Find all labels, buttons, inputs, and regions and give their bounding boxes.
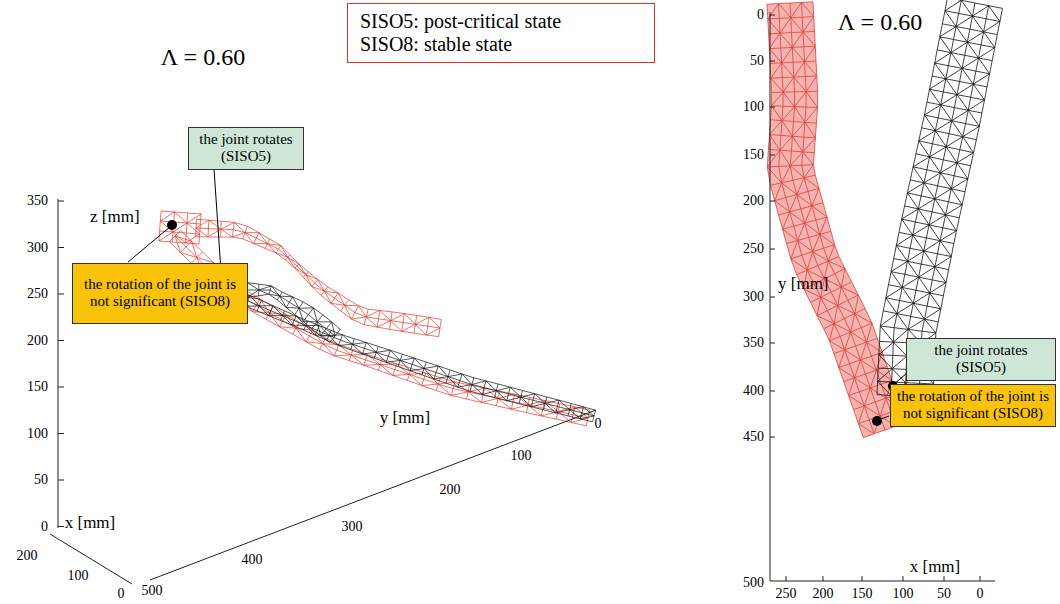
- axis-tick: 300: [743, 290, 764, 304]
- box-text: the joint rotates (SISO5): [193, 131, 299, 166]
- marker-dot: [167, 220, 177, 230]
- axis-tick: 300: [342, 520, 363, 534]
- axis-tick: 100: [893, 587, 914, 601]
- legend-box: SISO5: post-critical stateSISO8: stable …: [347, 3, 655, 63]
- axes: [50, 12, 995, 584]
- mesh-fill: [767, 2, 907, 438]
- axis-tick: 200: [27, 334, 48, 348]
- axis-tick: 100: [68, 569, 89, 583]
- axis-tick: 100: [511, 449, 532, 463]
- mesh-lines: [234, 290, 596, 421]
- callout-box: the joint rotates (SISO5): [188, 127, 304, 170]
- axis-tick: 50: [34, 473, 48, 487]
- axis-tick: 200: [17, 549, 38, 563]
- axis-title: y [mm]: [778, 275, 829, 292]
- axis-tick: 450: [743, 430, 764, 444]
- mesh-lines: [767, 2, 907, 438]
- axis-title: y [mm]: [380, 409, 431, 426]
- box-text: the rotation of the joint is not signifi…: [895, 388, 1051, 423]
- axis-tick: 0: [41, 520, 48, 534]
- axis-tick: 50: [937, 587, 951, 601]
- axis-tick: 0: [757, 8, 764, 22]
- callout-box: the rotation of the joint is not signifi…: [890, 384, 1056, 427]
- axis-tick: 150: [743, 148, 764, 162]
- axis-tick: 200: [743, 194, 764, 208]
- axis-title: z [mm]: [90, 208, 140, 225]
- axis-tick: 500: [743, 576, 764, 590]
- axis-tick: 250: [776, 587, 797, 601]
- axis-tick: 300: [27, 241, 48, 255]
- axis-tick: 200: [813, 587, 834, 601]
- axis-ticks: [58, 201, 64, 527]
- plot-title: Λ = 0.60: [838, 10, 922, 34]
- axis-tick: 100: [27, 427, 48, 441]
- axis-tick: 0: [118, 587, 125, 601]
- axis-tick: 0: [977, 587, 984, 601]
- mesh-lines: [159, 211, 201, 244]
- axis-tick: 400: [743, 384, 764, 398]
- axis-tick: 250: [743, 242, 764, 256]
- plot-title: Λ = 0.60: [161, 45, 245, 69]
- box-text: SISO5: post-critical state: [360, 10, 642, 33]
- axis-tick: 400: [242, 553, 263, 567]
- marker-dot: [872, 416, 882, 426]
- y-axis: [150, 410, 596, 580]
- axis-ticks: [770, 15, 980, 581]
- box-text: the rotation of the joint is not signifi…: [79, 276, 241, 311]
- axis-tick: 200: [440, 483, 461, 497]
- axis-tick: 100: [743, 100, 764, 114]
- axis-tick: 500: [142, 584, 163, 598]
- axis-tick: 250: [27, 287, 48, 301]
- axis-tick: 50: [750, 54, 764, 68]
- axis-title: x [mm]: [65, 514, 116, 531]
- x-axis: [50, 534, 132, 584]
- callout-box: the joint rotates (SISO5): [906, 338, 1056, 381]
- axis-tick: 350: [27, 194, 48, 208]
- marker-dots: [167, 220, 898, 426]
- axis-tick: 150: [852, 587, 873, 601]
- axis-tick: 0: [595, 417, 602, 431]
- axis-title: x [mm]: [910, 558, 961, 575]
- mesh-plot: [159, 0, 1003, 438]
- callout-box: the rotation of the joint is not signifi…: [72, 263, 248, 324]
- axes-2d: [770, 12, 995, 581]
- axis-tick: 350: [743, 336, 764, 350]
- axis-tick: 150: [27, 380, 48, 394]
- z-axis: [58, 199, 59, 528]
- mesh-lines: [169, 230, 589, 425]
- box-text: SISO8: stable state: [360, 33, 642, 56]
- leader-line: [128, 226, 171, 262]
- box-text: the joint rotates (SISO5): [911, 342, 1051, 377]
